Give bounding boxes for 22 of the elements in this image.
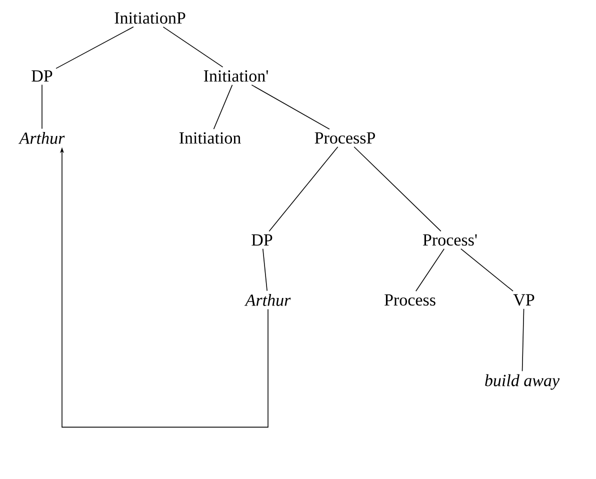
category-label: DP	[32, 70, 52, 82]
category-label: Initiation'	[204, 70, 268, 82]
branch-line	[416, 248, 444, 292]
branch-line	[268, 146, 338, 232]
branch-line	[262, 248, 268, 292]
branch-line	[251, 84, 330, 130]
category-label: VP	[513, 294, 534, 306]
category-label: Process	[384, 294, 436, 306]
word-label: build away	[485, 374, 560, 390]
branch-line	[354, 146, 442, 232]
category-label: DP	[252, 234, 272, 246]
branch-line	[56, 26, 134, 69]
word-label: Arthur	[18, 132, 65, 144]
category-label: ProcessP	[314, 132, 375, 144]
branch-line	[162, 26, 224, 68]
word-label: Arthur	[244, 294, 291, 306]
branch-line	[522, 308, 524, 372]
branch-line	[460, 248, 514, 292]
category-label: Initiation	[179, 132, 241, 144]
category-label: InitiationP	[114, 12, 186, 24]
branch-line	[213, 84, 233, 130]
category-label: Process'	[423, 234, 477, 246]
